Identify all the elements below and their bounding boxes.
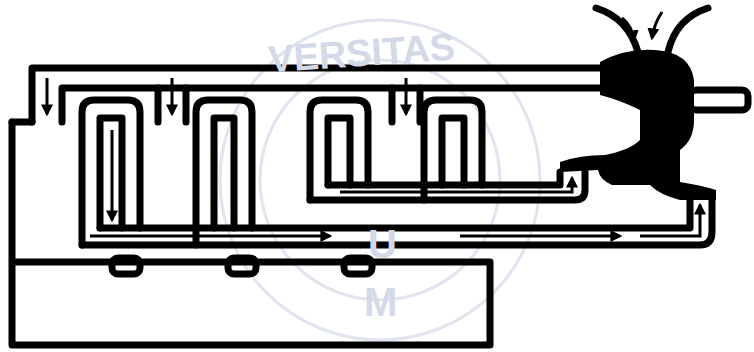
exhaust-runner xyxy=(328,172,560,185)
flow-arrow xyxy=(111,130,114,220)
block-port xyxy=(228,258,256,274)
exhaust-port xyxy=(100,118,122,228)
watermark-text: M xyxy=(364,282,397,322)
exhaust-port xyxy=(442,118,464,185)
flow-arrow xyxy=(652,12,662,38)
exhaust-port xyxy=(328,118,350,185)
flow-arrow xyxy=(171,78,174,114)
exhaust-runner xyxy=(310,172,585,200)
flow-arrow xyxy=(90,235,330,238)
block-port xyxy=(344,258,372,274)
exhaust-port xyxy=(214,118,234,228)
flow-arrow xyxy=(622,18,634,40)
watermark-text: U xyxy=(368,224,397,264)
turbo-inlet xyxy=(668,8,708,52)
exhaust-port xyxy=(82,100,140,245)
exhaust-port xyxy=(196,100,252,245)
flow-arrow xyxy=(46,78,49,114)
turbocharger xyxy=(560,50,716,200)
turbo-outlet xyxy=(690,90,748,110)
flow-arrow xyxy=(640,205,700,236)
flow-arrow xyxy=(405,78,408,114)
flow-arrow xyxy=(460,235,620,238)
turbo-inlet xyxy=(596,8,638,52)
block-port xyxy=(112,258,140,274)
flow-arrow xyxy=(340,178,572,192)
intake-manifold xyxy=(32,68,600,122)
